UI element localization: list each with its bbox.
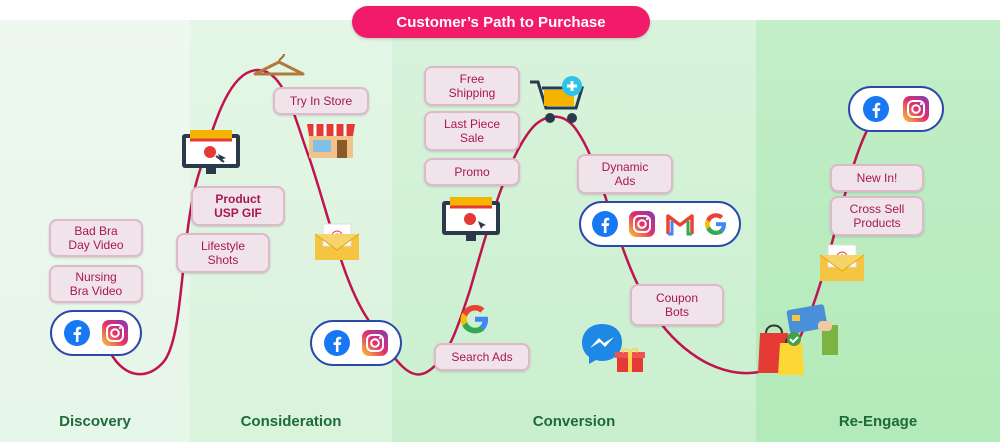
tag-lifestyle-shots: Lifestyle Shots [176, 233, 270, 273]
messenger-icon [582, 324, 622, 364]
stage-label-re-engage: Re-Engage [838, 413, 918, 430]
google-icon [460, 305, 489, 334]
tag-promo: Promo [424, 158, 520, 186]
gmail-icon [666, 214, 694, 236]
tag-cross-sell-products: Cross Sell Products [830, 196, 924, 236]
instagram-icon [102, 320, 129, 346]
tag-product-usp-gif: Product USP GIF [191, 186, 285, 226]
stage-label-consideration: Consideration [240, 413, 342, 430]
google-icon [705, 213, 727, 235]
facebook-icon [63, 320, 90, 346]
email-icon: @ [314, 223, 360, 260]
facebook-icon [323, 330, 350, 356]
store-icon [307, 124, 355, 158]
social-pill-conversion [579, 201, 741, 247]
tag-new-in: New In! [830, 164, 924, 192]
stage-label-conversion: Conversion [532, 413, 616, 430]
social-pill-discovery [50, 310, 142, 356]
gift-icon [615, 347, 645, 372]
instagram-icon [362, 330, 389, 356]
online-shop-icon [442, 197, 500, 241]
tag-search-ads: Search Ads [434, 343, 530, 371]
tag-last-piece-sale: Last Piece Sale [424, 111, 520, 151]
tag-dynamic-ads: Dynamic Ads [577, 154, 673, 194]
instagram-icon [629, 211, 656, 237]
email-icon: @ [819, 244, 865, 281]
instagram-icon [903, 96, 929, 122]
tag-nursing-bra-video: Nursing Bra Video [49, 265, 143, 303]
online-shop-icon [182, 130, 240, 174]
shopping-bag-icon [758, 304, 838, 375]
tag-bad-bra-day-video: Bad Bra Day Video [49, 219, 143, 257]
social-pill-consideration [310, 320, 402, 366]
tag-coupon-bots: Coupon Bots [630, 284, 724, 326]
credit-card-icon [786, 304, 828, 334]
tag-try-in-store: Try In Store [273, 87, 369, 115]
shopping-cart-icon [530, 76, 585, 123]
stage-label-discovery: Discovery [59, 413, 131, 430]
facebook-icon [591, 211, 618, 237]
social-pill-re-engage [848, 86, 944, 132]
facebook-icon [863, 96, 889, 122]
page-title: Customer’s Path to Purchase [352, 6, 650, 38]
hanger-icon [253, 53, 305, 76]
tag-free-shipping: Free Shipping [424, 66, 520, 106]
